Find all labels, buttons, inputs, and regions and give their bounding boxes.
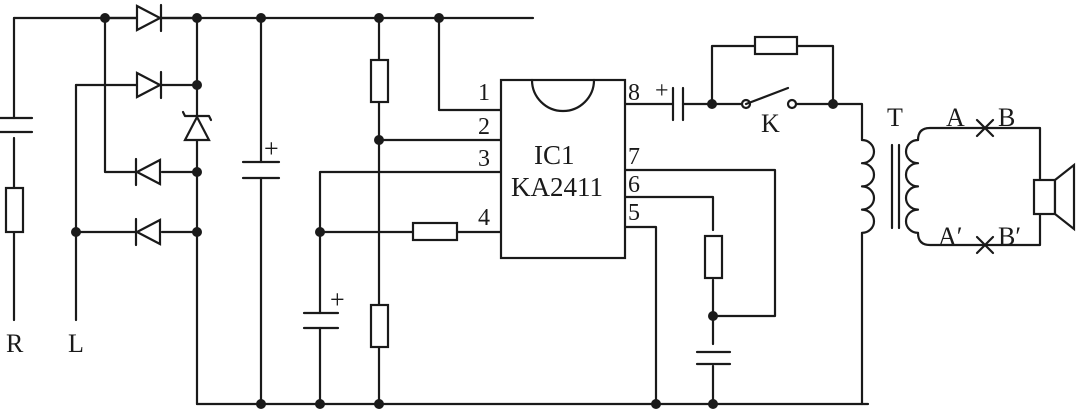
polarity-mark: + — [330, 285, 345, 314]
bridge-diode-3 — [134, 157, 162, 187]
zener-diode — [181, 110, 213, 142]
pin6-capacitor — [695, 350, 732, 366]
pin-number-4: 4 — [478, 205, 490, 231]
node-label-a-prime: A′ — [938, 222, 962, 251]
transformer-secondary — [904, 138, 920, 234]
pin4-resistor — [411, 221, 459, 242]
ic-name: IC1 — [534, 140, 575, 170]
pin-number-3: 3 — [478, 146, 490, 172]
break-mark-bottom — [975, 235, 995, 255]
divider-resistor-top — [369, 58, 390, 104]
node-label-b-prime: B′ — [998, 222, 1021, 251]
transformer-primary — [860, 138, 876, 234]
filter-capacitor — [241, 160, 281, 180]
pin-number-7: 7 — [628, 144, 640, 170]
break-mark-top — [975, 118, 995, 138]
ic-part-number: KA2411 — [511, 172, 603, 202]
polarity-mark: + — [655, 78, 669, 104]
coupling-capacitor — [671, 86, 685, 122]
switch-k — [740, 86, 798, 110]
transformer-label: T — [887, 103, 903, 132]
input-capacitor — [0, 116, 34, 134]
pin-number-6: 6 — [628, 172, 640, 198]
feedback-resistor — [753, 35, 799, 56]
wires — [12, 16, 1042, 406]
junction-dots — [71, 13, 838, 409]
input-label-l: L — [68, 329, 84, 358]
ic-package — [499, 78, 627, 260]
bridge-diode-4 — [134, 217, 162, 247]
input-label-r: R — [6, 329, 24, 358]
polarity-mark: + — [264, 134, 279, 163]
bridge-diode-2 — [135, 70, 163, 100]
pin6-resistor — [703, 234, 724, 280]
node-label-a: A — [946, 103, 965, 132]
pin-number-2: 2 — [478, 114, 490, 140]
pin-number-5: 5 — [628, 200, 640, 226]
speaker-icon — [1032, 162, 1076, 232]
bias-capacitor — [302, 311, 340, 330]
pin-number-8: 8 — [628, 80, 640, 106]
transformer-core — [890, 143, 901, 230]
divider-resistor-bottom — [369, 303, 390, 349]
input-resistor-r — [4, 186, 25, 234]
node-label-b: B — [998, 103, 1015, 132]
pin-number-1: 1 — [478, 80, 490, 106]
bridge-diode-1 — [135, 3, 163, 33]
switch-label: K — [761, 109, 780, 138]
